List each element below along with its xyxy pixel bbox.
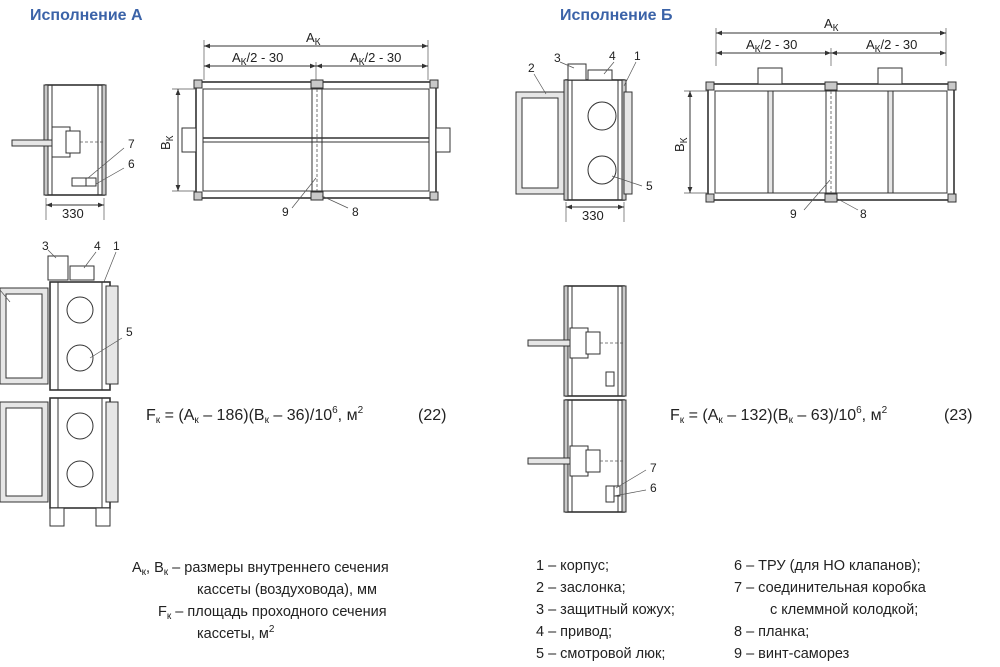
callout-8-b: 8 xyxy=(860,207,867,221)
dim-ak-half-right-a: AК/2 - 30 xyxy=(350,50,401,68)
callout-1-a: 1 xyxy=(113,239,120,253)
legend-item-5: 5 – смотровой люк; xyxy=(536,646,665,662)
heading-variant-b: Исполнение Б xyxy=(560,7,673,24)
legend-item-4: 4 – привод; xyxy=(536,624,612,640)
legend-left: 1 – корпус; 2 – заслонка; 3 – защитный к… xyxy=(536,558,675,662)
callout-1-b: 1 xyxy=(634,49,641,63)
legend-item-3: 3 – защитный кожух; xyxy=(536,602,675,618)
dim-ak-a: AК xyxy=(306,30,321,48)
definition-line-2: кассеты (воздуховода), мм xyxy=(197,582,377,598)
formula-22-number: (22) xyxy=(418,407,446,424)
variant-b-stacked-view: 7 6 xyxy=(527,285,657,513)
variant-b-side-view: 3 2 4 1 5 330 xyxy=(515,49,653,223)
callout-5-a: 5 xyxy=(126,325,133,339)
legend-item-2: 2 – заслонка; xyxy=(536,580,626,596)
legend-item-6: 6 – ТРУ (для НО клапанов); xyxy=(734,558,921,574)
variant-b-front-view: AК AК/2 - 30 AК/2 - 30 BК 9 8 xyxy=(672,16,957,221)
callout-8-a: 8 xyxy=(352,205,359,219)
definition-line-3: Fк – площадь проходного сечения xyxy=(158,604,387,622)
dim-ak-b: AК xyxy=(824,16,839,34)
dim-330-a: 330 xyxy=(62,206,84,221)
callout-2-b: 2 xyxy=(528,61,535,75)
callout-6-a: 6 xyxy=(128,157,135,171)
callout-6-b: 6 xyxy=(650,481,657,495)
legend-item-9: 9 – винт-саморез xyxy=(734,646,850,662)
legend-item-7: 7 – соединительная коробка xyxy=(734,580,927,596)
dim-ak-half-right-b: AК/2 - 30 xyxy=(866,37,917,55)
formula-23-number: (23) xyxy=(944,407,972,424)
callout-9-b: 9 xyxy=(790,207,797,221)
variant-a-side-view: 7 6 330 xyxy=(11,84,135,221)
dim-330-b: 330 xyxy=(582,208,604,223)
callout-7-a: 7 xyxy=(128,137,135,151)
definition-line-4: кассеты, м2 xyxy=(197,624,275,642)
callout-5-b: 5 xyxy=(646,179,653,193)
callout-9-a: 9 xyxy=(282,205,289,219)
dim-ak-half-left-b: AК/2 - 30 xyxy=(746,37,797,55)
dim-ak-half-left-a: AК/2 - 30 xyxy=(232,50,283,68)
dim-bk-a: BК xyxy=(158,135,176,150)
dim-bk-b: BК xyxy=(672,137,690,152)
formula-23: Fк = (Aк – 132)(Bк – 63)/106, м2 xyxy=(670,405,888,426)
formula-22: Fк = (Aк – 186)(Bк – 36)/106, м2 xyxy=(146,405,364,426)
legend-item-7-cont: с клеммной колодкой; xyxy=(770,602,918,618)
variant-a-front-view: AК AК/2 - 30 AК/2 - 30 BК 9 8 xyxy=(158,30,451,219)
heading-variant-a: Исполнение А xyxy=(30,7,143,24)
callout-4-b: 4 xyxy=(609,49,616,63)
callout-3-a: 3 xyxy=(42,239,49,253)
legend-item-1: 1 – корпус; xyxy=(536,558,609,574)
callout-4-a: 4 xyxy=(94,239,101,253)
callout-7-b: 7 xyxy=(650,461,657,475)
definition-line-1: Aк, Bк – размеры внутреннего сечения xyxy=(132,560,389,578)
variant-a-stacked-view: 3 4 1 5 xyxy=(0,239,133,527)
legend-right: 6 – ТРУ (для НО клапанов); 7 – соедините… xyxy=(734,558,927,662)
callout-3-b: 3 xyxy=(554,51,561,65)
legend-item-8: 8 – планка; xyxy=(734,624,809,640)
